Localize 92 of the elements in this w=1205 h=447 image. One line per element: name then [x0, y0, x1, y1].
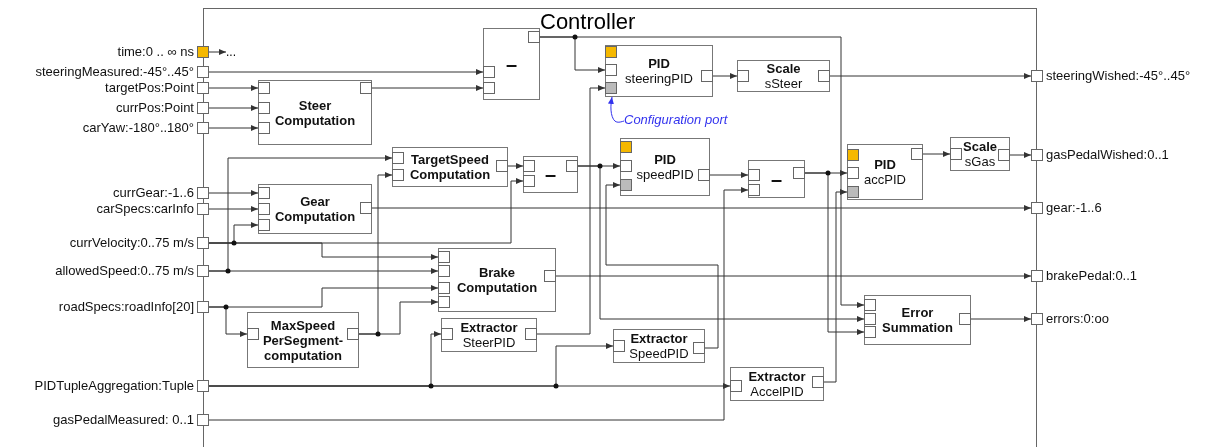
- block-title: PID: [874, 157, 896, 172]
- connector: [539, 36, 865, 308]
- instance-name: sGas: [964, 154, 996, 169]
- component-block: [605, 45, 713, 97]
- component-block: [258, 80, 372, 145]
- port-label: carYaw:-180°..180°: [82, 120, 194, 136]
- port-label: targetPos:Point: [105, 80, 194, 96]
- port-label: carSpecs:carInfo: [96, 201, 194, 217]
- connector: [371, 85, 484, 91]
- block-title: Extractor: [630, 331, 688, 346]
- component-block: [864, 295, 971, 345]
- port-label: gasPedalWished:0..1: [1046, 147, 1169, 163]
- operator-symbol: –: [770, 171, 783, 187]
- instance-name: accPID: [864, 172, 906, 187]
- connector: [970, 316, 1032, 322]
- controller-frame: [203, 8, 1037, 447]
- connector: [208, 306, 248, 337]
- instance-name: sSteer: [764, 76, 803, 91]
- component-block: [950, 137, 1010, 171]
- port-label: PIDTupleAggregation:Tuple: [34, 378, 194, 394]
- connector: [536, 85, 606, 335]
- port-label: currGear:-1..6: [113, 185, 194, 201]
- connector: [358, 299, 439, 335]
- connector: [922, 151, 951, 157]
- port-label: gear:-1..6: [1046, 200, 1102, 216]
- operator-block: [483, 28, 540, 100]
- component-block: [258, 184, 372, 234]
- component-block: [620, 138, 710, 196]
- connector: [208, 268, 439, 274]
- connector: [208, 105, 259, 111]
- component-block: [438, 248, 556, 312]
- connector: [208, 125, 259, 131]
- component-block: [730, 367, 824, 401]
- port-label: steeringWished:-45°..45°: [1046, 68, 1191, 84]
- block-title: TargetSpeed Computation: [408, 152, 492, 182]
- port-label: gasPedalMeasured: 0..1: [53, 412, 194, 428]
- block-title: Error Summation: [881, 305, 954, 335]
- port-label: time:0 .. ∞ ns: [117, 44, 194, 60]
- component-block: [737, 60, 830, 92]
- block-title: Scale: [963, 139, 997, 154]
- connector: [208, 383, 731, 389]
- connector: [709, 172, 749, 178]
- port-label: allowedSpeed:0..75 m/s: [55, 263, 194, 279]
- connector: [829, 73, 1032, 79]
- component-block: [247, 312, 359, 368]
- instance-name: steeringPID: [625, 71, 693, 86]
- instance-name: speedPID: [636, 167, 694, 182]
- connector: [507, 163, 524, 169]
- component-block: [613, 329, 705, 363]
- connector: [577, 165, 865, 322]
- block-title: Gear Computation: [273, 194, 357, 224]
- connector: [208, 85, 259, 91]
- operator-symbol: –: [505, 56, 518, 72]
- block-title: MaxSpeed PerSegment-computation: [261, 317, 345, 363]
- component-block: [441, 318, 537, 352]
- connector: [208, 222, 259, 244]
- port-label: brakePedal:0..1: [1046, 268, 1138, 284]
- instance-name: SpeedPID: [629, 346, 689, 361]
- annotation-text: Configuration port: [624, 112, 754, 130]
- operator-block: [523, 156, 578, 193]
- component-block: [847, 144, 923, 200]
- port-label: steeringMeasured:-45°..45°: [35, 64, 194, 80]
- operator-block: [748, 160, 805, 198]
- connector: [1009, 152, 1032, 158]
- connector: [712, 73, 738, 79]
- connector: [208, 190, 259, 196]
- block-title: Brake Computation: [455, 265, 539, 295]
- continuation-text: ...: [226, 45, 242, 59]
- block-title: PID: [648, 56, 670, 71]
- connector: [208, 49, 227, 55]
- port-label: errors:0:oo: [1046, 311, 1109, 327]
- connector: [208, 69, 484, 75]
- port-label: roadSpecs:roadInfo[20]: [58, 299, 194, 315]
- block-title: Scale: [766, 61, 801, 76]
- block-title: Extractor: [748, 369, 806, 384]
- port-label: currPos:Point: [115, 100, 194, 116]
- connector: [804, 172, 865, 335]
- block-title: PID: [654, 152, 676, 167]
- instance-name: AccelPID: [750, 384, 804, 399]
- operator-symbol: –: [544, 167, 557, 182]
- port-label: currVelocity:0..75 m/s: [69, 235, 194, 251]
- connector: [208, 206, 259, 212]
- component-block: [392, 147, 508, 187]
- connector: [208, 187, 749, 421]
- connector: [605, 182, 719, 349]
- block-title: Steer Computation: [273, 97, 357, 128]
- frame-title: Controller: [540, 9, 636, 35]
- connector: [555, 273, 1032, 279]
- instance-name: SteerPID: [462, 335, 516, 350]
- block-title: Extractor: [460, 320, 518, 335]
- connector: [823, 189, 848, 383]
- connector: [371, 205, 1032, 211]
